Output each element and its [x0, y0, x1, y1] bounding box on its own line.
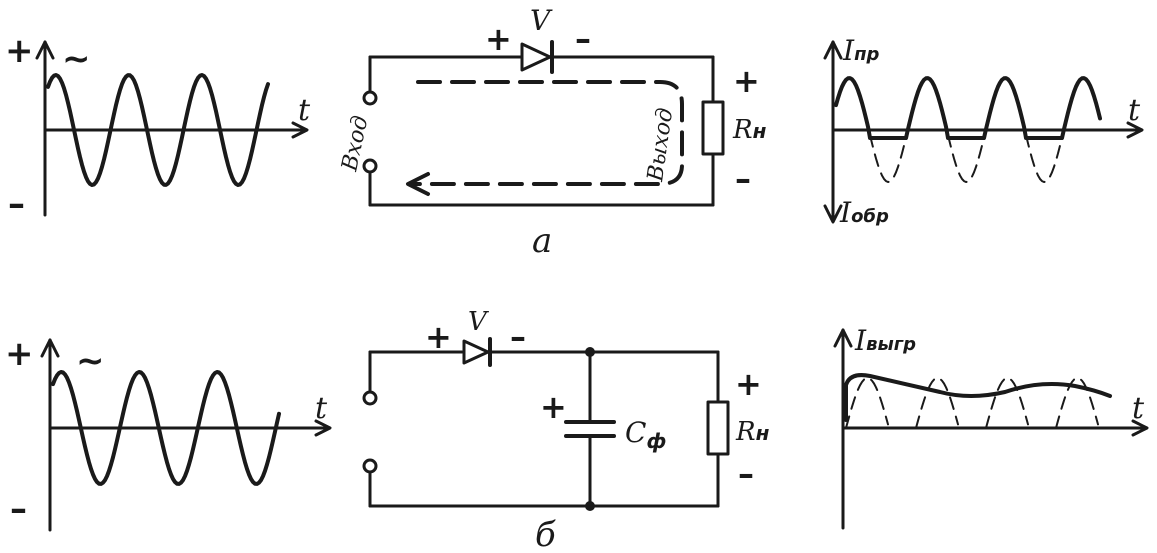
input-label: Вход: [337, 113, 373, 174]
ac-symbol: ~: [62, 39, 91, 79]
input-waveform-a: + – ~ t: [5, 31, 311, 224]
diode-v-b: [462, 337, 492, 367]
input-terminal-top: [362, 90, 378, 106]
caption-b: б: [535, 515, 556, 553]
current-arrow-a: [406, 172, 430, 196]
i-forward-label: Iпр: [842, 34, 879, 67]
input-waveform-b: + – ~ t: [5, 334, 332, 532]
t-axis-label: t: [315, 391, 328, 426]
minus-sign: –: [10, 489, 27, 529]
y-axis-arrow-a-left: [35, 40, 55, 60]
minus-sign: –: [738, 455, 754, 493]
t-axis-label: t: [1132, 391, 1145, 426]
junction-dot: [585, 501, 595, 511]
input-terminal-bottom: [362, 158, 378, 174]
capacitor-label: Cф: [625, 416, 666, 453]
plus-sign: +: [5, 334, 34, 374]
plus-sign: +: [425, 318, 452, 356]
input-terminal-top: [362, 390, 378, 406]
resistor-label: Rн: [735, 417, 770, 447]
x-axis-arrow-a-left: [291, 121, 309, 139]
filter-capacitor: [564, 347, 616, 511]
rectified-current: [834, 76, 1102, 140]
diode-label: V: [530, 4, 553, 37]
input-terminal-bottom: [362, 458, 378, 474]
caption-a: а: [532, 221, 552, 261]
output-label: Выход: [643, 106, 678, 183]
junction-dot: [585, 347, 595, 357]
smoothed-current: [844, 373, 1112, 422]
load-resistor-a: [701, 100, 725, 156]
resistor-label: Rн: [732, 115, 767, 145]
minus-sign: –: [735, 160, 751, 198]
minus-sign: –: [575, 20, 591, 58]
input-sine-b: [51, 370, 281, 486]
plus-sign: +: [485, 20, 512, 58]
i-reverse-label: Iобр: [839, 196, 889, 229]
ac-symbol: ~: [76, 341, 105, 381]
blocked-half-wave: [869, 134, 1063, 183]
minus-sign: –: [510, 318, 526, 356]
t-axis-label: t: [1128, 93, 1141, 128]
current-path-a: [408, 80, 684, 186]
plus-sign: +: [735, 365, 762, 403]
output-waveform-b: Iвыгр t: [833, 324, 1149, 530]
diode-v-a: [520, 40, 554, 74]
input-sine-a: [46, 73, 270, 187]
t-axis-label: t: [298, 93, 311, 128]
plus-sign: +: [5, 31, 34, 71]
circuit-b: + – V + Cф + – Rн б: [362, 307, 770, 553]
plus-sign: +: [540, 388, 567, 426]
plus-sign: +: [733, 62, 760, 100]
minus-sign: –: [8, 184, 25, 224]
i-smoothed-label: Iвыгр: [854, 324, 916, 357]
circuit-a: + – V + – Rн Вход Выход а: [337, 4, 766, 261]
output-waveform-a: Iпр Iобр t: [823, 34, 1144, 229]
load-resistor-b: [706, 400, 730, 456]
diode-label: V: [468, 307, 489, 337]
